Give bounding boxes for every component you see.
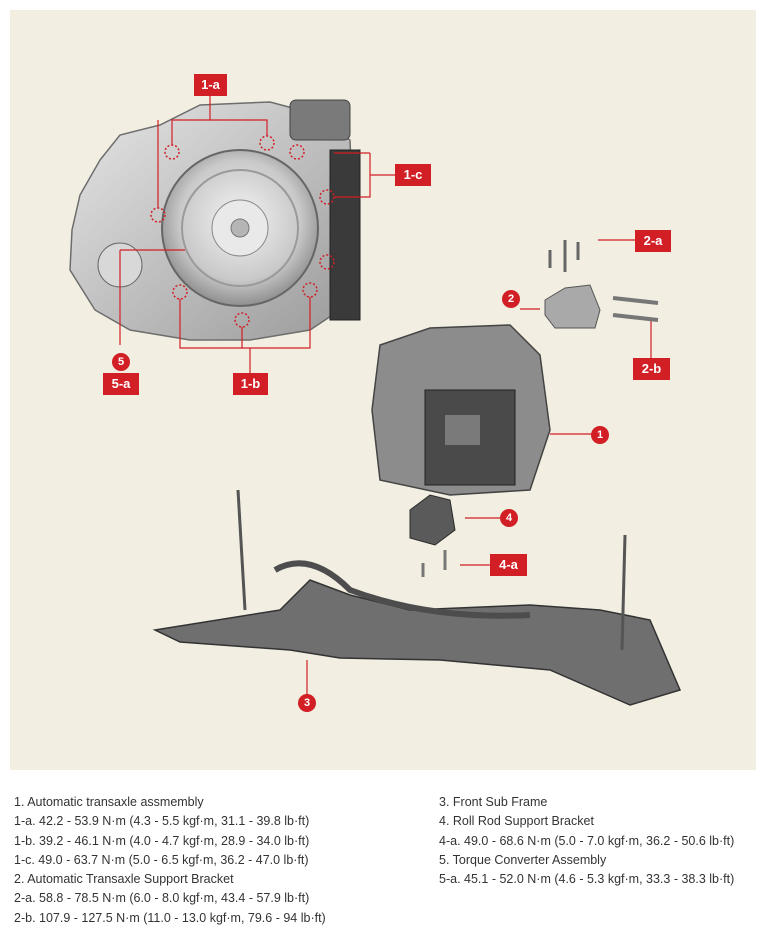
exploded-diagram: 1-a 1-c 2-a 2-b 1-b 5-a 4-a 2 5 1 4 3 [10,10,756,770]
callout-1-c: 1-c [395,164,431,186]
marker-1: 1 [591,426,609,444]
legend-item: 2-b. 107.9 - 127.5 N·m (11.0 - 13.0 kgf·… [14,910,326,925]
marker-5: 5 [112,353,130,371]
legend-item: 5. Torque Converter Assembly [439,852,607,867]
callout-1-b: 1-b [233,373,268,395]
legend-item: 4-a. 49.0 - 68.6 N·m (5.0 - 7.0 kgf·m, 3… [439,833,735,848]
callout-5-a: 5-a [103,373,139,395]
support-bracket-drawing [544,240,659,329]
callout-2-b: 2-b [633,358,670,380]
legend-item: 2. Automatic Transaxle Support Bracket [14,872,234,887]
legend-item: 2-a. 58.8 - 78.5 N·m (6.0 - 8.0 kgf·m, 4… [14,891,310,906]
legend-item: 4. Roll Rod Support Bracket [439,814,594,829]
legend-right-column: 3. Front Sub Frame 4. Roll Rod Support B… [439,793,734,889]
legend-left-column: 1. Automatic transaxle assmembly 1-a. 42… [14,793,326,928]
transaxle-assembly-drawing [371,324,551,496]
leader-lines [119,95,652,694]
legend-item: 1. Automatic transaxle assmembly [14,795,204,809]
legend-item: 1-a. 42.2 - 53.9 N·m (4.3 - 5.5 kgf·m, 3… [14,814,310,829]
callout-1-a: 1-a [194,74,227,96]
legend-item: 1-c. 49.0 - 63.7 N·m (5.0 - 6.5 kgf·m, 3… [14,852,309,867]
callout-2-a: 2-a [635,230,671,252]
callout-4-a: 4-a [490,554,527,576]
diagram-artwork [69,95,682,706]
marker-3: 3 [298,694,316,712]
marker-4: 4 [500,509,518,527]
transaxle-housing-drawing [69,99,361,341]
sub-frame-drawing [152,489,682,706]
legend-item: 5-a. 45.1 - 52.0 N·m (4.6 - 5.3 kgf·m, 3… [439,872,735,887]
legend-item: 3. Front Sub Frame [439,795,548,809]
marker-2: 2 [502,290,520,308]
roll-rod-bracket-drawing [409,494,456,577]
legend-item: 1-b. 39.2 - 46.1 N·m (4.0 - 4.7 kgf·m, 2… [14,833,310,848]
